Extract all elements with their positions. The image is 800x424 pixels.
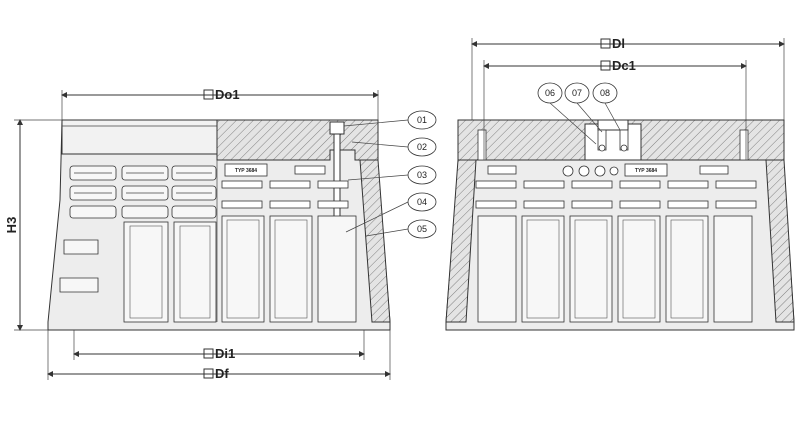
marking-circle-icon bbox=[578, 165, 590, 177]
left-window-2 bbox=[173, 221, 217, 323]
callout-03: 03 bbox=[407, 165, 437, 185]
left-bolt-head bbox=[329, 121, 345, 135]
svg-text:08: 08 bbox=[600, 88, 610, 98]
left-ribs-grid bbox=[69, 165, 217, 219]
svg-text:03: 03 bbox=[417, 170, 427, 180]
left-dimensions: Do1 H3 Di1 Df bbox=[4, 87, 391, 381]
marking-circle-icon bbox=[609, 166, 619, 176]
square-icon bbox=[203, 89, 214, 100]
callout-06: 06 bbox=[537, 82, 563, 104]
left-lug-upper bbox=[63, 239, 99, 255]
callout-08: 08 bbox=[592, 82, 618, 104]
dim-h3: H3 bbox=[4, 217, 19, 234]
left-callouts: 01 02 03 04 05 bbox=[343, 110, 437, 239]
dim-do1: Do1 bbox=[215, 87, 240, 102]
left-top-slot bbox=[294, 165, 326, 175]
left-type-plate-text: TYP 3684 bbox=[235, 168, 257, 174]
dim-df: Df bbox=[215, 366, 229, 381]
svg-text:04: 04 bbox=[417, 197, 427, 207]
square-icon bbox=[600, 60, 611, 71]
dim-dc1: Dc1 bbox=[612, 58, 636, 73]
left-wall-section bbox=[359, 159, 391, 323]
left-lug-lower bbox=[59, 277, 99, 293]
marking-circle-icon bbox=[562, 165, 574, 177]
right-wall-left bbox=[445, 159, 477, 323]
right-callouts: 06 07 08 bbox=[537, 82, 621, 145]
left-right-windows bbox=[221, 215, 357, 323]
right-dimensions: Dl Dc1 bbox=[471, 36, 785, 160]
svg-text:06: 06 bbox=[545, 88, 555, 98]
left-type-plate bbox=[224, 163, 268, 177]
square-icon bbox=[203, 368, 214, 379]
right-view: TYP 3684 bbox=[445, 119, 795, 331]
right-lock-cap bbox=[597, 119, 629, 131]
svg-text:01: 01 bbox=[417, 115, 427, 125]
callout-02: 02 bbox=[407, 137, 437, 157]
right-slot-rows bbox=[475, 180, 757, 209]
left-window-1 bbox=[123, 221, 169, 323]
left-slot-rows bbox=[221, 180, 349, 209]
callout-05: 05 bbox=[407, 219, 437, 239]
svg-text:07: 07 bbox=[572, 88, 582, 98]
right-windows bbox=[477, 215, 753, 323]
square-icon bbox=[203, 348, 214, 359]
svg-text:02: 02 bbox=[417, 142, 427, 152]
right-type-plate bbox=[624, 163, 668, 177]
left-top-frame bbox=[61, 119, 218, 155]
square-icon bbox=[600, 38, 611, 49]
callout-07: 07 bbox=[564, 82, 590, 104]
right-wall-right bbox=[765, 159, 795, 323]
left-view: TYP 3684 bbox=[47, 119, 391, 331]
callout-04: 04 bbox=[407, 192, 437, 212]
svg-text:05: 05 bbox=[417, 224, 427, 234]
dim-di1: Di1 bbox=[215, 346, 235, 361]
dim-dl: Dl bbox=[612, 36, 625, 51]
callout-01: 01 bbox=[407, 110, 437, 130]
right-type-plate-text: TYP 3684 bbox=[635, 168, 657, 174]
marking-circle-icon bbox=[594, 165, 606, 177]
